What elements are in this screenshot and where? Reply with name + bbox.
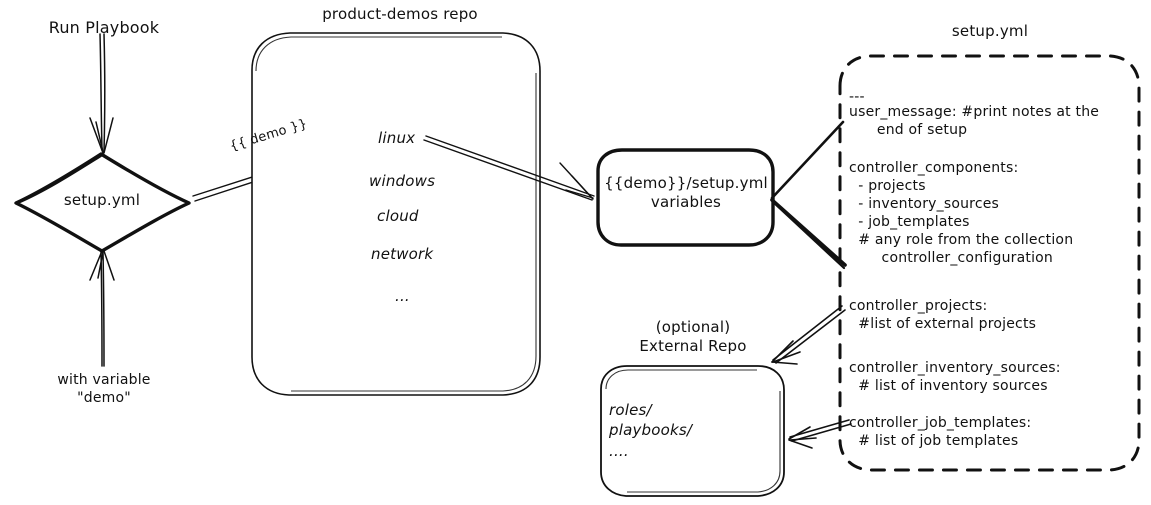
with-variable-label: with variable "demo"	[57, 372, 151, 406]
edge-controller-job-templates-to-external-repo	[788, 419, 852, 449]
repo-item-ellipsis: ...	[395, 287, 410, 305]
yaml-block-controller-components: controller_components: - projects - inve…	[849, 160, 1074, 266]
external-repo-title: (optional) External Repo	[639, 318, 747, 356]
yaml-block-doc-start: ---	[849, 89, 865, 105]
repo-item-cloud[interactable]: cloud	[377, 207, 419, 225]
external-repo-item-roles: roles/	[609, 401, 652, 419]
yaml-block-controller-job-templates: controller_job_templates: # list of job …	[849, 415, 1032, 449]
external-repo-item-ellipsis: ....	[609, 442, 629, 460]
edge-run-playbook-to-setup	[89, 33, 114, 154]
edge-controller-projects-to-external-repo	[771, 305, 846, 365]
setup-yml-panel-title: setup.yml	[951, 22, 1029, 40]
yaml-block-user-message: user_message: #print notes at the end of…	[849, 104, 1100, 138]
node-demo-setup-variables-box[interactable]	[596, 148, 775, 247]
external-repo-item-playbooks: playbooks/	[609, 421, 693, 439]
repo-item-linux[interactable]: linux	[378, 129, 416, 147]
edge-linux-to-vars-box	[423, 135, 595, 201]
node-product-demos-repo-box[interactable]	[251, 32, 541, 396]
node-setup-yml-diamond[interactable]	[14, 152, 191, 253]
setup-yml-diamond-label: setup.yml	[63, 191, 141, 209]
edge-with-variable-to-setup	[89, 250, 115, 367]
demo-setup-variables-label: {{demo}}/setup.yml variables	[604, 174, 768, 212]
edge-vars-to-setup-yml-panel	[770, 120, 847, 270]
yaml-block-controller-inventory-sources: controller_inventory_sources: # list of …	[849, 360, 1061, 394]
node-setup-yml-panel[interactable]	[838, 54, 1141, 472]
repo-item-network[interactable]: network	[371, 245, 434, 263]
node-external-repo-box[interactable]	[600, 365, 785, 497]
product-demos-repo-title: product-demos repo	[322, 5, 478, 23]
repo-item-windows[interactable]: windows	[369, 172, 436, 190]
run-playbook-label: Run Playbook	[48, 18, 160, 37]
yaml-block-controller-projects: controller_projects: #list of external p…	[849, 298, 1037, 332]
